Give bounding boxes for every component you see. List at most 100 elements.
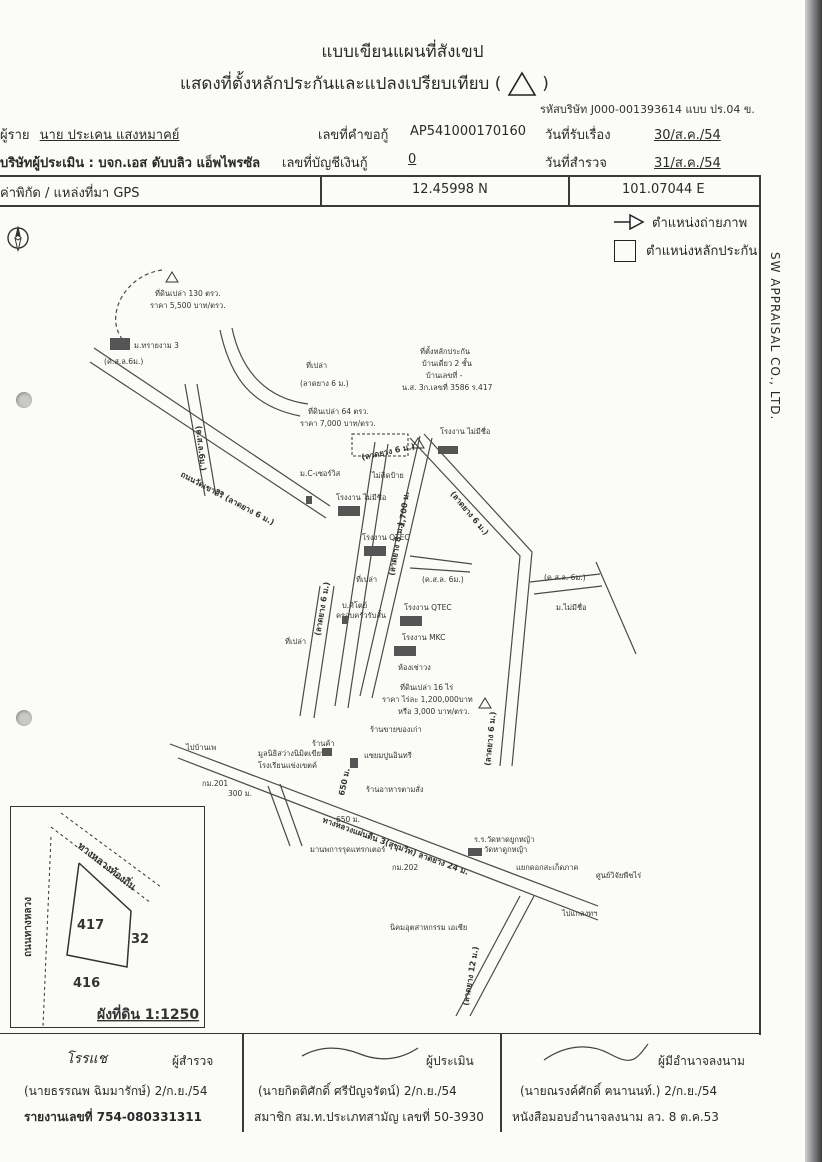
collateral-square-icon <box>614 240 636 262</box>
to-rayong: ไปแกลงทฯ <box>561 909 597 918</box>
industrial-estate: นิคมอุตสาหกรรม เอเชีย <box>390 923 467 932</box>
house-tag: ไม่ติดป้าย <box>371 471 404 480</box>
hardware-shop: แซยมปูนอินทรี <box>364 751 412 760</box>
shop-office: บ.ศิโตย์ <box>342 601 367 610</box>
parcel-416: 416 <box>73 976 100 991</box>
village-c-service: ม.C-เซอร์วิส <box>300 469 341 478</box>
appraiser-label: บริษัทผู้ประเมิน : บจก.เอส ดับบลิว แอ็พไ… <box>0 156 261 171</box>
wat-khao-siri-road <box>89 347 331 519</box>
road-to-highway-left <box>267 783 303 847</box>
collateral-line-3: น.ส. 3ก.เลขที่ 3586 ร.417 <box>402 382 493 392</box>
parcel-417: 417 <box>77 918 104 933</box>
comp2-marker-icon <box>478 697 492 709</box>
road-left-tag: (ค.ส.ล.6ม.) <box>104 357 143 366</box>
appraiser-member: สมาชิก สม.ท.ประเภทสามัญ เลขที่ 50-3930 <box>254 1110 484 1124</box>
comp2-price-1: ราคา ไร่ละ 1,200,000บาท <box>382 695 473 704</box>
empty-land-1: ที่เปล่า <box>306 360 327 370</box>
curved-top-road <box>219 327 309 417</box>
junction: แยกดอกสะเก็ดภาค <box>516 862 578 872</box>
title-line-1: แบบเขียนแผนที่สังเขป <box>321 42 484 62</box>
left-vertical-lane <box>184 383 217 497</box>
received-value: 30/ส.ค./54 <box>654 128 721 143</box>
location-map: ที่ดินเปล่า 130 ตรว. ราคา 5,500 บาท/ตรว.… <box>89 269 641 1017</box>
restaurant: ร้านอาหารตามสั่ง <box>366 784 424 794</box>
account-value: 0 <box>408 152 417 167</box>
shop-2: ร้านขายของเก่า <box>370 725 422 734</box>
building-icon <box>438 446 458 454</box>
shop-1: ร้านค้า <box>312 739 335 748</box>
right-diagonal-lane <box>595 561 637 655</box>
sig-divider-2 <box>500 1034 502 1132</box>
photo-arrow-icon <box>614 213 645 231</box>
inset-scale: ผังที่ดิน 1:1250 <box>97 1004 199 1023</box>
road-lines <box>89 269 637 1017</box>
title-line-2-end: ) <box>542 74 549 94</box>
road-12m <box>455 895 535 1017</box>
comp3-title: ที่ดินเปล่า 130 ตรว. <box>155 288 221 298</box>
survey-value: 31/ส.ค./54 <box>654 156 721 171</box>
side-street-right <box>529 573 603 595</box>
dormitory: ห้องเช่าวง <box>398 663 431 672</box>
road-right-diag-label: (ลาดยาง 6 ม.) <box>448 490 490 537</box>
request-no-value: AP541000170160 <box>410 124 526 139</box>
factory-qtec-1: โรงงาน QTEC <box>362 533 410 542</box>
title-line-2: แสดงที่ตั้งหลักประกันและแปลงเปรียบเทียบ … <box>180 70 549 97</box>
received-label: วันที่รับเรื่อง <box>545 128 611 143</box>
road-dashed-2 <box>50 826 152 904</box>
inspector-role: ผู้สำรวจ <box>172 1054 214 1068</box>
road-dashed-1 <box>60 812 162 888</box>
comp1-marker-icon <box>411 437 425 449</box>
building-icons <box>110 338 482 856</box>
report-value: 754-080331311 <box>96 1110 202 1124</box>
page-shadow-edge <box>805 0 822 1162</box>
dist-300: 300 ม. <box>228 789 252 798</box>
building-icon <box>394 646 416 656</box>
frame-right-line <box>759 175 761 1035</box>
sig-divider-1 <box>242 1034 244 1132</box>
major-road-label: ถนนวัดเขาศิริ (ลาดยาง 6 ม.) <box>179 470 276 527</box>
request-no-label: เลขที่คำขอกู้ <box>318 128 389 143</box>
left-long-road <box>299 585 335 719</box>
building-icon <box>364 546 386 556</box>
gps-lat: 12.45998 N <box>412 182 488 197</box>
report-label: รายงานเลขที่ <box>24 1110 93 1124</box>
company-side-text: SW APPRAISAL CO., LTD. <box>768 252 782 421</box>
inset-road-label: ทางหลวงท้องถิ่น <box>75 838 139 893</box>
client-label: ผู้ราย <box>0 128 30 143</box>
building-icon <box>468 848 482 856</box>
appraiser-signature-mark <box>301 1047 419 1060</box>
appraiser-role: ผู้ประเมิน <box>426 1054 474 1068</box>
authority-doc: หนังสือมอบอำนาจลงนาม ลว. 8 ต.ค.53 <box>512 1110 719 1124</box>
dist-650b: 650 ม. <box>336 815 360 824</box>
punch-hole-2 <box>16 710 32 726</box>
authority-name: (นายณรงค์ศักดิ์ ฅนานนท์.) 2/ก.ย./54 <box>520 1084 718 1098</box>
authority-signature-mark <box>543 1043 649 1061</box>
client-value: นาย ประเคน แสงหมาคย์ <box>39 128 180 143</box>
furniture: มานพการรุดแทรกเตอร์ <box>310 845 385 854</box>
collateral-title: ที่ตั้งหลักประกัน <box>420 346 470 356</box>
factory-a: โรงงาน ไม่มีชื่อ <box>440 426 490 436</box>
comp2-price-2: หรือ 3,000 บาท/ตรว. <box>398 707 470 716</box>
temple: วัดหาดูกหญ้า <box>484 845 527 854</box>
building-icon <box>342 616 348 624</box>
building-icon <box>306 496 312 504</box>
building-icon <box>338 506 360 516</box>
empty-land-3: ที่เปล่า <box>285 636 306 646</box>
gps-label: ค่าพิกัด / แหล่งที่มา GPS <box>0 186 140 201</box>
comp2-title: ที่ดินเปล่า 16 ไร่ <box>400 682 453 692</box>
plot-inset-drawing: ทางหลวงท้องถิ่น ถนนทางหลวง 417 32 416 ผั… <box>23 812 199 1028</box>
inset-lane-label: ถนนทางหลวง <box>23 897 34 957</box>
building-icon <box>110 338 130 350</box>
school: ร.ร.วัดหาดยูกหญ้า <box>474 835 534 844</box>
appraisal-map-sheet: แบบเขียนแผนที่สังเขป แสดงที่ตั้งหลักประก… <box>0 42 782 1134</box>
title-line-2-text: แสดงที่ตั้งหลักประกันและแปลงเปรียบเทียบ … <box>180 74 502 94</box>
empty-land-2: ที่เปล่า <box>356 574 377 584</box>
signature-area <box>0 1033 760 1134</box>
central-vertical-road <box>334 441 389 709</box>
collateral-parcel <box>351 433 409 457</box>
gps-lon: 101.07044 E <box>622 182 705 197</box>
km-201: กม.201 <box>202 779 228 788</box>
punch-hole-1 <box>16 392 32 408</box>
inspector-name: (นายธรรณพ ฉิมมารักษ์) 2/ก.ย./54 <box>24 1084 208 1098</box>
road-vert-right-label: (ลาดยาง 6 ม.) <box>483 711 498 766</box>
